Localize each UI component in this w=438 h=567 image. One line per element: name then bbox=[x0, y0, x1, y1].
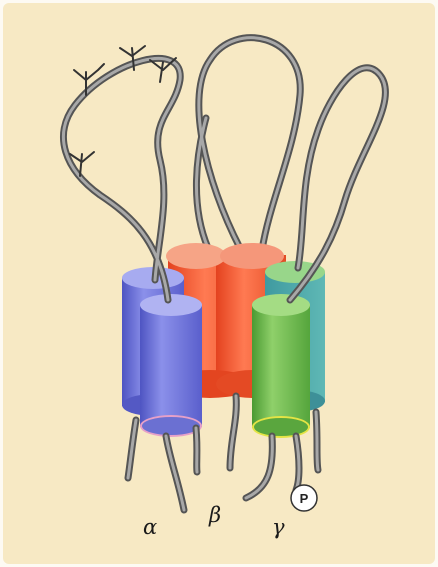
alpha-front-helix bbox=[140, 294, 202, 437]
gamma-subunit-label: γ bbox=[272, 517, 285, 538]
phosphate-label: P bbox=[300, 491, 309, 506]
phosphate-circle-icon: P bbox=[291, 485, 317, 511]
gamma-front-helix bbox=[252, 294, 310, 438]
beta-subunit-label: β bbox=[209, 505, 221, 526]
alpha-subunit-label: α bbox=[143, 517, 157, 538]
